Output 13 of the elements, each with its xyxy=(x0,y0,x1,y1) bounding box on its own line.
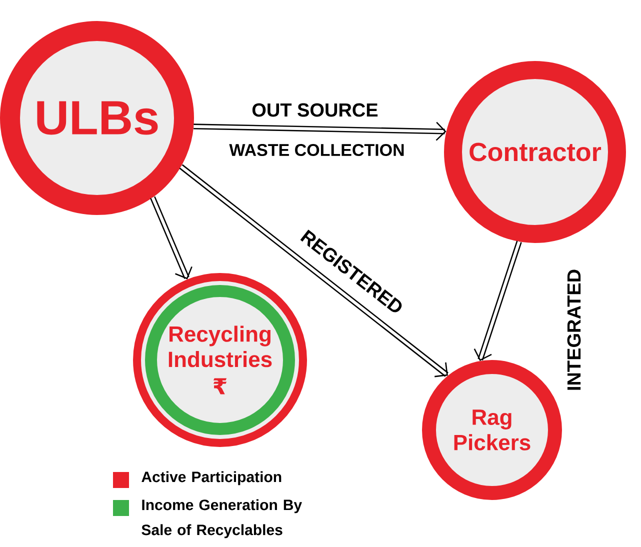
edge-label: OUT SOURCE xyxy=(250,102,380,118)
circle-node: ULBs xyxy=(0,21,194,215)
arrow-caption: WASTE COLLECTION xyxy=(228,142,406,158)
arrow xyxy=(150,196,192,280)
circle-node: Contractor xyxy=(444,61,626,243)
edge-label: INTEGRATED xyxy=(566,268,582,392)
arrow xyxy=(194,122,446,141)
circle-node: Recycling Industries ₹ xyxy=(133,273,307,447)
arrow xyxy=(474,240,522,362)
arrow xyxy=(179,164,448,378)
circle-node: Rag Pickers xyxy=(422,360,562,500)
legend-text: Active Participation xyxy=(142,471,282,486)
legend-text: Income Generation By Sale of Recyclables xyxy=(142,499,302,538)
